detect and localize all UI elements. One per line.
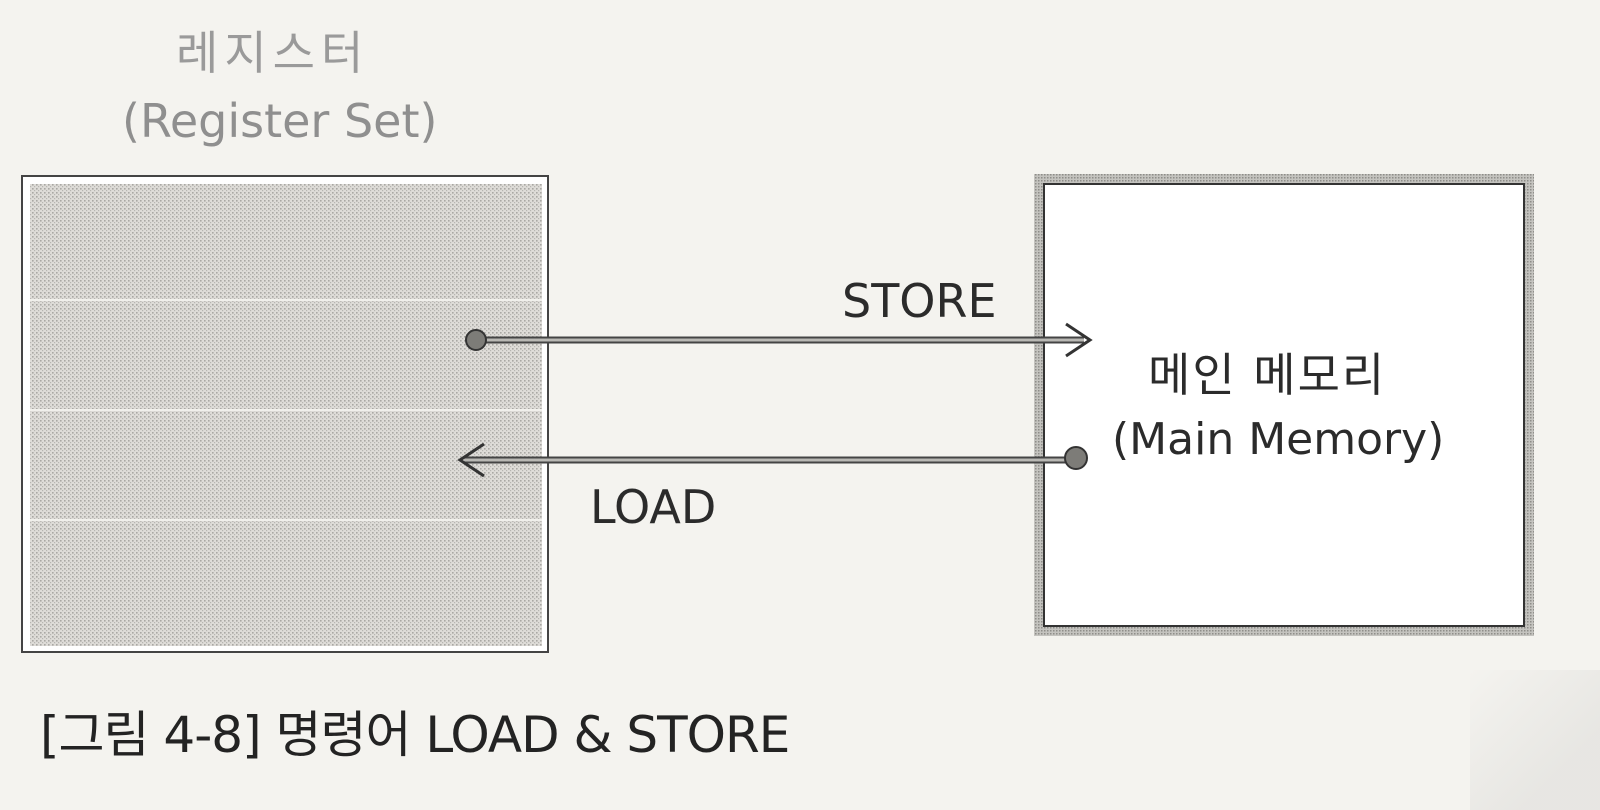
main-memory-label-korean: 메인 메모리 [1148, 348, 1387, 402]
store-arrow [465, 322, 1093, 358]
load-label: LOAD [590, 480, 717, 534]
load-arrowhead-icon [457, 442, 485, 478]
figure-caption: [그림 4-8] 명령어 LOAD & STORE [40, 706, 790, 764]
register-title-korean: 레지스터 [176, 26, 370, 80]
register-set-box [21, 175, 549, 653]
store-label: STORE [842, 274, 997, 328]
register-title-english: (Register Set) [122, 94, 438, 148]
load-arrow [457, 442, 1088, 478]
store-arrowhead-icon [1065, 322, 1093, 358]
main-memory-box [1034, 174, 1534, 636]
main-memory-label-english: (Main Memory) [1112, 414, 1445, 465]
load-origin-dot [1064, 446, 1088, 470]
store-origin-dot [465, 329, 487, 351]
